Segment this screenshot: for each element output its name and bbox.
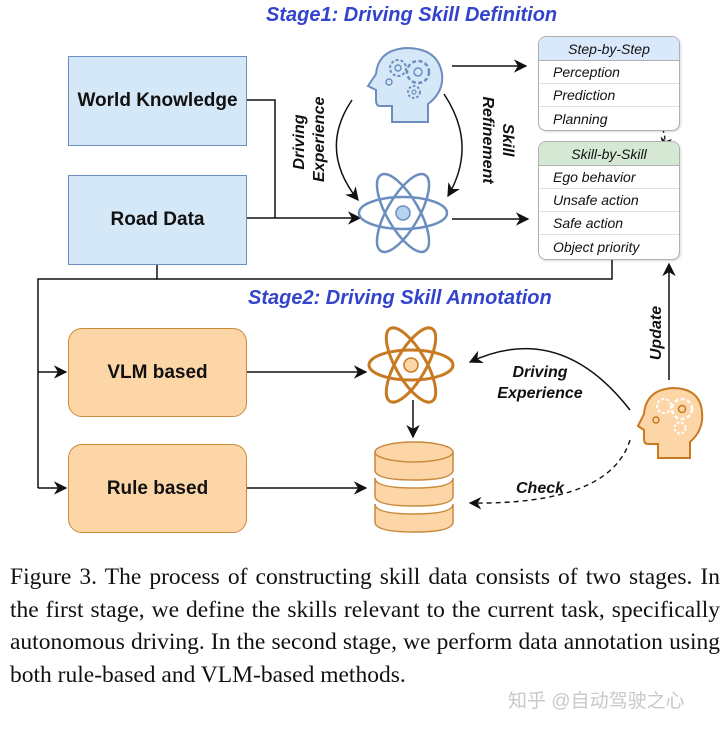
label-line: Driving	[291, 114, 308, 170]
vlm-based-label: VLM based	[107, 361, 208, 383]
check-label: Check	[516, 480, 565, 497]
connector-left-bus	[37, 278, 157, 488]
arrow-brain-driving-experience	[468, 347, 631, 411]
skill-refinement-label: Skill Refinement	[477, 95, 517, 185]
vlm-based-box: VLM based	[68, 328, 247, 417]
list-item: Object priority	[553, 238, 640, 255]
skill-by-skill-header: Skill-by-Skill	[539, 142, 679, 166]
list-item: Ego behavior	[539, 166, 679, 189]
skill-by-skill-table: Skill-by-Skill Ego behavior Unsafe actio…	[538, 141, 680, 260]
arrow-skill-refinement-loop	[443, 93, 463, 198]
step-by-step-table: Step-by-Step Perception Prediction Plann…	[538, 36, 680, 131]
road-data-label: Road Data	[110, 209, 205, 230]
connector-world-knowledge	[246, 99, 276, 218]
list-item: Safe action	[539, 212, 679, 235]
list-item: Perception	[539, 61, 679, 84]
rule-based-label: Rule based	[106, 477, 209, 499]
road-data-box: Road Data	[68, 175, 247, 265]
stage2-driving-experience-label: Driving Experience	[490, 362, 590, 404]
update-label: Update	[648, 305, 665, 361]
human-brain-gears-icon	[636, 386, 704, 459]
stage2-title: Stage2: Driving Skill Annotation	[248, 287, 552, 309]
diagram-connectors	[37, 46, 704, 533]
human-brain-gears-icon	[366, 46, 444, 123]
label-line: Refinement	[479, 96, 496, 184]
label-line: Driving	[512, 364, 568, 381]
label-line: Experience	[497, 385, 583, 402]
figure-caption: Figure 3. The process of constructing sk…	[10, 564, 720, 688]
arrow-driving-experience-loop	[335, 99, 359, 202]
atom-model-icon	[357, 172, 449, 254]
list-item: Planning	[553, 110, 608, 127]
world-knowledge-label: World Knowledge	[77, 90, 238, 111]
skill-data-diagram: Stage1: Driving Skill Definition Stage2:…	[37, 4, 704, 533]
database-icon	[374, 441, 454, 533]
label-line: Experience	[311, 96, 328, 182]
connector-road-data-bus	[156, 260, 613, 280]
rule-based-box: Rule based	[68, 444, 247, 533]
list-item: Prediction	[539, 84, 679, 107]
stage1-title: Stage1: Driving Skill Definition	[266, 4, 558, 26]
world-knowledge-box: World Knowledge	[68, 56, 247, 146]
list-item: Unsafe action	[539, 189, 679, 212]
label-line: Skill	[499, 123, 516, 157]
atom-model-icon	[367, 326, 455, 404]
driving-experience-label: Driving Experience	[290, 96, 330, 182]
watermark: 知乎 @自动驾驶之心	[508, 691, 685, 712]
step-by-step-header: Step-by-Step	[539, 37, 679, 61]
